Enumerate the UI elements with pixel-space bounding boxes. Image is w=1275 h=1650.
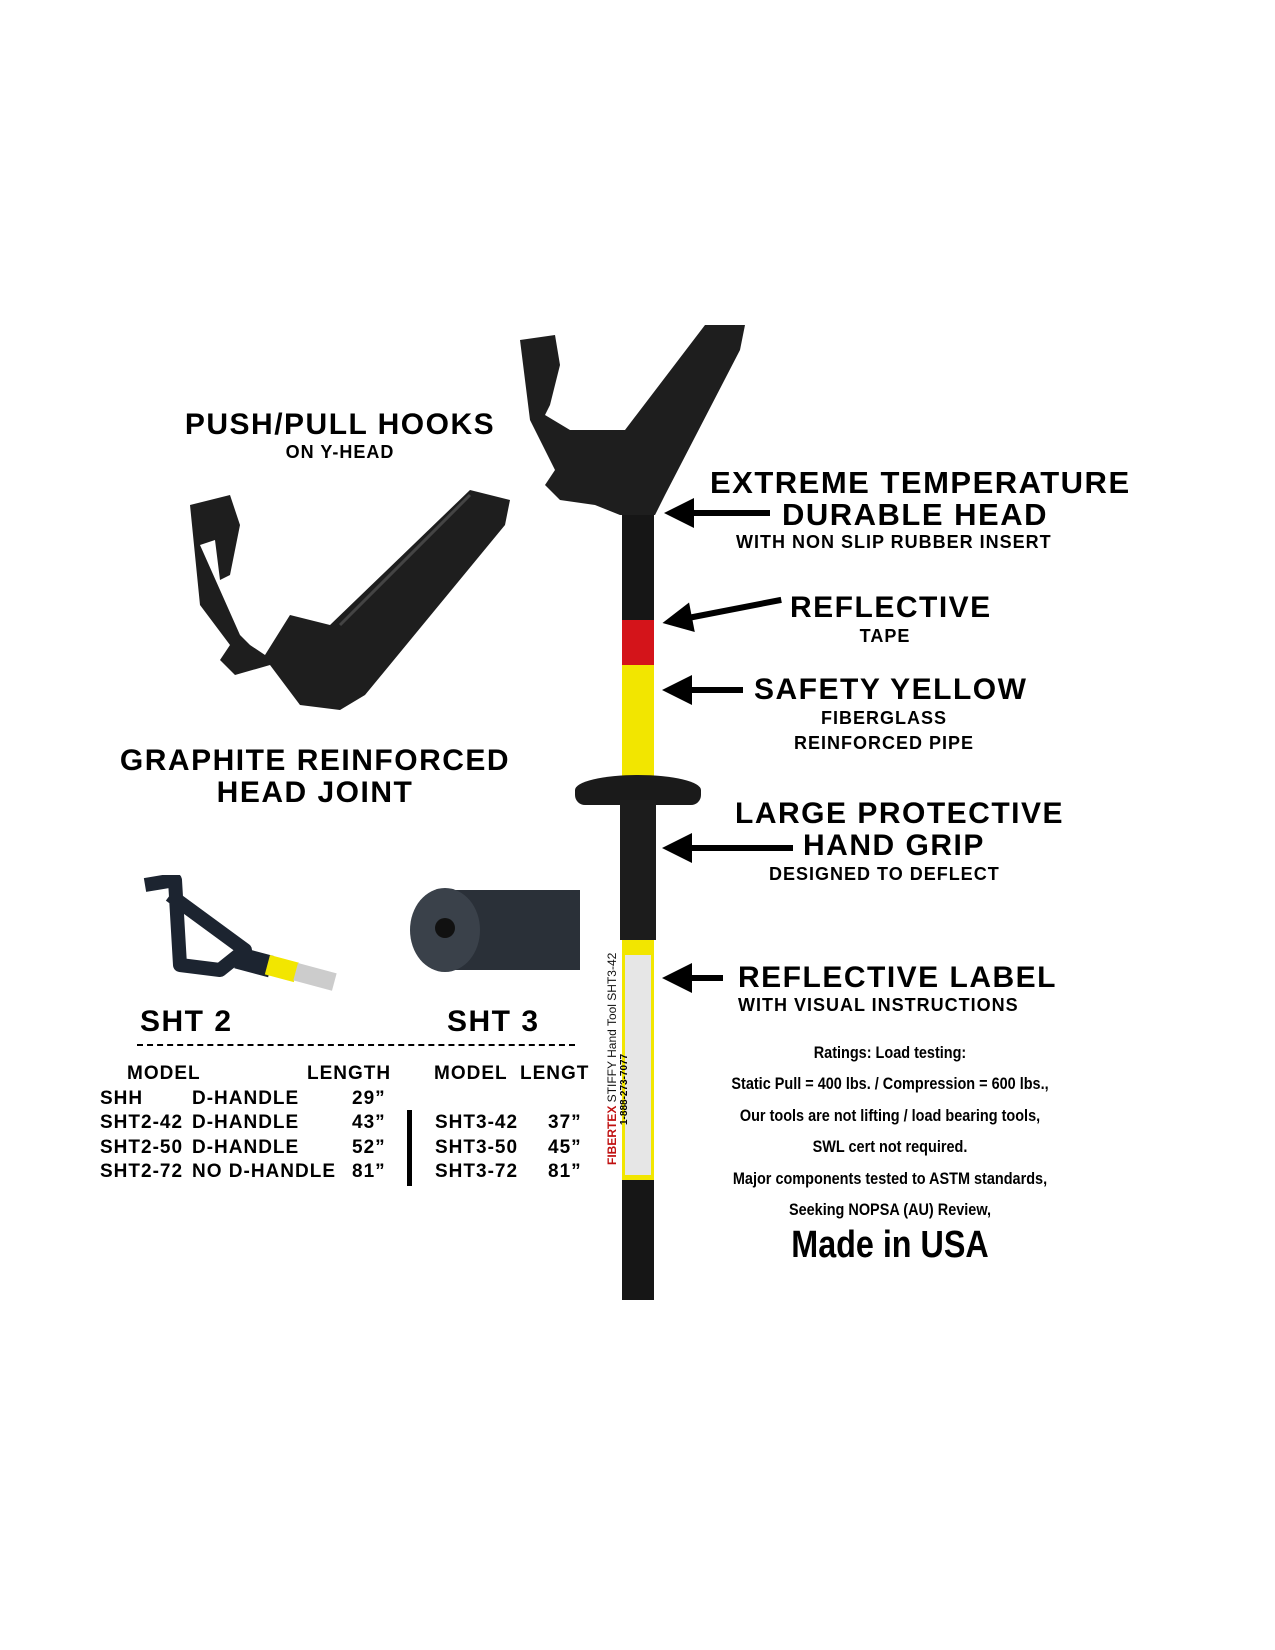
sht2-row-model: SHH bbox=[100, 1088, 144, 1109]
y-head-image bbox=[190, 490, 510, 710]
ratings-line: Static Pull = 400 lbs. / Compression = 6… bbox=[731, 1074, 1049, 1093]
d-handle-image bbox=[143, 875, 337, 991]
pole-label-phone: 1-888-273-7077 bbox=[619, 1053, 630, 1125]
ratings-line: Ratings: Load testing: bbox=[813, 1043, 967, 1062]
sht2-row-model: SHT2-50 bbox=[100, 1137, 184, 1158]
tape-callout-sub: TAPE bbox=[859, 626, 911, 646]
head-callout-sub: WITH NON SLIP RUBBER INSERT bbox=[736, 532, 1052, 552]
table-separator bbox=[407, 1110, 412, 1186]
hooks-subtitle: ON Y-HEAD bbox=[285, 442, 395, 462]
pole bbox=[575, 515, 701, 1300]
ratings-line: Seeking NOPSA (AU) Review, bbox=[788, 1200, 992, 1219]
sht3-row-length: 45” bbox=[548, 1137, 582, 1158]
yellow-callout-sub-1: FIBERGLASS bbox=[820, 708, 947, 728]
arrow-icon bbox=[662, 963, 723, 993]
sht2-row-length: 52” bbox=[352, 1137, 386, 1158]
sht2-row-model: SHT2-42 bbox=[100, 1112, 184, 1133]
pole-label-product: STIFFY Hand Tool SHT3-42 bbox=[605, 952, 619, 1103]
yellow-callout: SAFETY YELLOW bbox=[754, 673, 1028, 706]
sht3-row-model: SHT3-42 bbox=[435, 1112, 519, 1133]
divider bbox=[137, 1044, 575, 1046]
sht2-header-model: MODEL bbox=[127, 1063, 201, 1084]
label-callout: REFLECTIVE LABEL bbox=[738, 961, 1058, 994]
sht2-title: SHT 2 bbox=[140, 1005, 233, 1038]
arrow-icon bbox=[662, 833, 793, 863]
sht2-row-type: NO D-HANDLE bbox=[192, 1161, 336, 1182]
sht2-row-model: SHT2-72 bbox=[100, 1161, 184, 1182]
arrow-icon bbox=[687, 596, 782, 621]
sht2-row-type: D-HANDLE bbox=[192, 1088, 300, 1109]
joint-title-2: HEAD JOINT bbox=[216, 776, 414, 809]
sht3-title: SHT 3 bbox=[447, 1005, 540, 1038]
sht2-row-length: 81” bbox=[352, 1161, 386, 1182]
ratings-line: SWL cert not required. bbox=[812, 1137, 968, 1156]
sht3-row-length: 37” bbox=[548, 1112, 582, 1133]
sht3-row-model: SHT3-50 bbox=[435, 1137, 519, 1158]
ratings-line: Our tools are not lifting / load bearing… bbox=[739, 1106, 1041, 1125]
sht2-row-length: 29” bbox=[352, 1088, 386, 1109]
sht2-row-length: 43” bbox=[352, 1112, 386, 1133]
yellow-callout-sub-2: REINFORCED PIPE bbox=[793, 733, 975, 753]
sht3-header-length: LENGT bbox=[520, 1063, 590, 1084]
pole-label: FIBERTEX STIFFY Hand Tool SHT3-42 1-888-… bbox=[605, 953, 630, 1165]
arrow-icon bbox=[664, 498, 770, 528]
sht3-end-image bbox=[410, 888, 580, 972]
tape-callout: REFLECTIVE bbox=[790, 591, 992, 624]
head-callout-2: DURABLE HEAD bbox=[782, 497, 1048, 532]
sht2-row-type: D-HANDLE bbox=[192, 1137, 300, 1158]
sht2-row-type: D-HANDLE bbox=[192, 1112, 300, 1133]
hooks-title: PUSH/PULL HOOKS bbox=[184, 408, 496, 441]
made-in-usa: Made in USA bbox=[791, 1224, 989, 1266]
pole-label-brand: FIBERTEX bbox=[605, 1105, 619, 1165]
sht3-header-model: MODEL bbox=[434, 1063, 508, 1084]
ratings-line: Major components tested to ASTM standard… bbox=[732, 1169, 1048, 1188]
sht3-row-length: 81” bbox=[548, 1161, 582, 1182]
joint-title-1: GRAPHITE REINFORCED bbox=[119, 744, 511, 777]
sht3-row-model: SHT3-72 bbox=[435, 1161, 519, 1182]
label-callout-sub: WITH VISUAL INSTRUCTIONS bbox=[738, 995, 1019, 1015]
sht2-header-length: LENGTH bbox=[307, 1063, 392, 1084]
grip-callout-1: LARGE PROTECTIVE bbox=[735, 797, 1065, 830]
pole-y-head bbox=[520, 325, 745, 515]
head-callout-1: EXTREME TEMPERATURE bbox=[710, 465, 1131, 500]
arrow-icon bbox=[662, 675, 743, 705]
grip-callout-sub: DESIGNED TO DEFLECT bbox=[769, 864, 1000, 884]
grip-callout-2: HAND GRIP bbox=[803, 829, 985, 862]
